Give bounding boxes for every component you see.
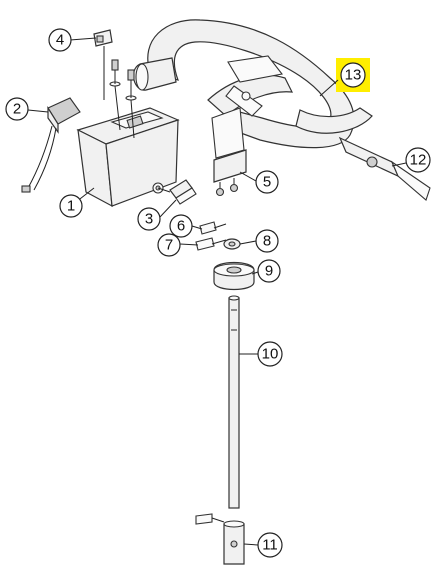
callout-3-label: 3	[145, 211, 153, 228]
callout-9-label: 9	[265, 263, 273, 280]
shaft-collar	[213, 261, 255, 291]
callout-5-label: 5	[263, 174, 271, 191]
callout-12: 12	[405, 147, 431, 173]
throttle-grip	[338, 136, 431, 201]
callout-7: 7	[157, 233, 181, 257]
callout-9: 9	[257, 259, 281, 283]
callout-6-label: 6	[177, 218, 185, 235]
callout-8: 8	[255, 229, 279, 253]
callout-4: 4	[48, 28, 72, 52]
switch-and-screws	[93, 29, 137, 139]
callout-13-label: 13	[345, 67, 362, 84]
callout-7-label: 7	[165, 237, 173, 254]
callout-8-label: 8	[263, 233, 271, 250]
steering-shaft	[228, 295, 240, 509]
connector-cover	[21, 97, 81, 193]
callout-10: 10	[257, 341, 283, 367]
callout-13: 13	[340, 62, 366, 88]
callout-11-label: 11	[262, 537, 278, 554]
callout-2-label: 2	[13, 101, 21, 118]
control-box	[76, 107, 180, 208]
mounting-bolts	[195, 221, 227, 251]
leader-lines	[27, 37, 407, 546]
callout-4-label: 4	[56, 32, 64, 49]
lock-nut	[223, 238, 241, 250]
callout-2: 2	[5, 97, 29, 121]
callout-5: 5	[255, 170, 279, 194]
callout-1-label: 1	[67, 198, 75, 215]
handlebar-assembly	[132, 19, 373, 149]
lower-coupling	[195, 513, 245, 565]
callout-3: 3	[137, 207, 161, 231]
strain-relief	[157, 179, 197, 205]
callout-6: 6	[169, 214, 193, 238]
callout-11: 11	[257, 532, 283, 558]
callout-12-label: 12	[410, 152, 427, 169]
callout-1: 1	[59, 194, 83, 218]
callout-10-label: 10	[262, 346, 279, 363]
clamp-bracket	[211, 107, 247, 197]
